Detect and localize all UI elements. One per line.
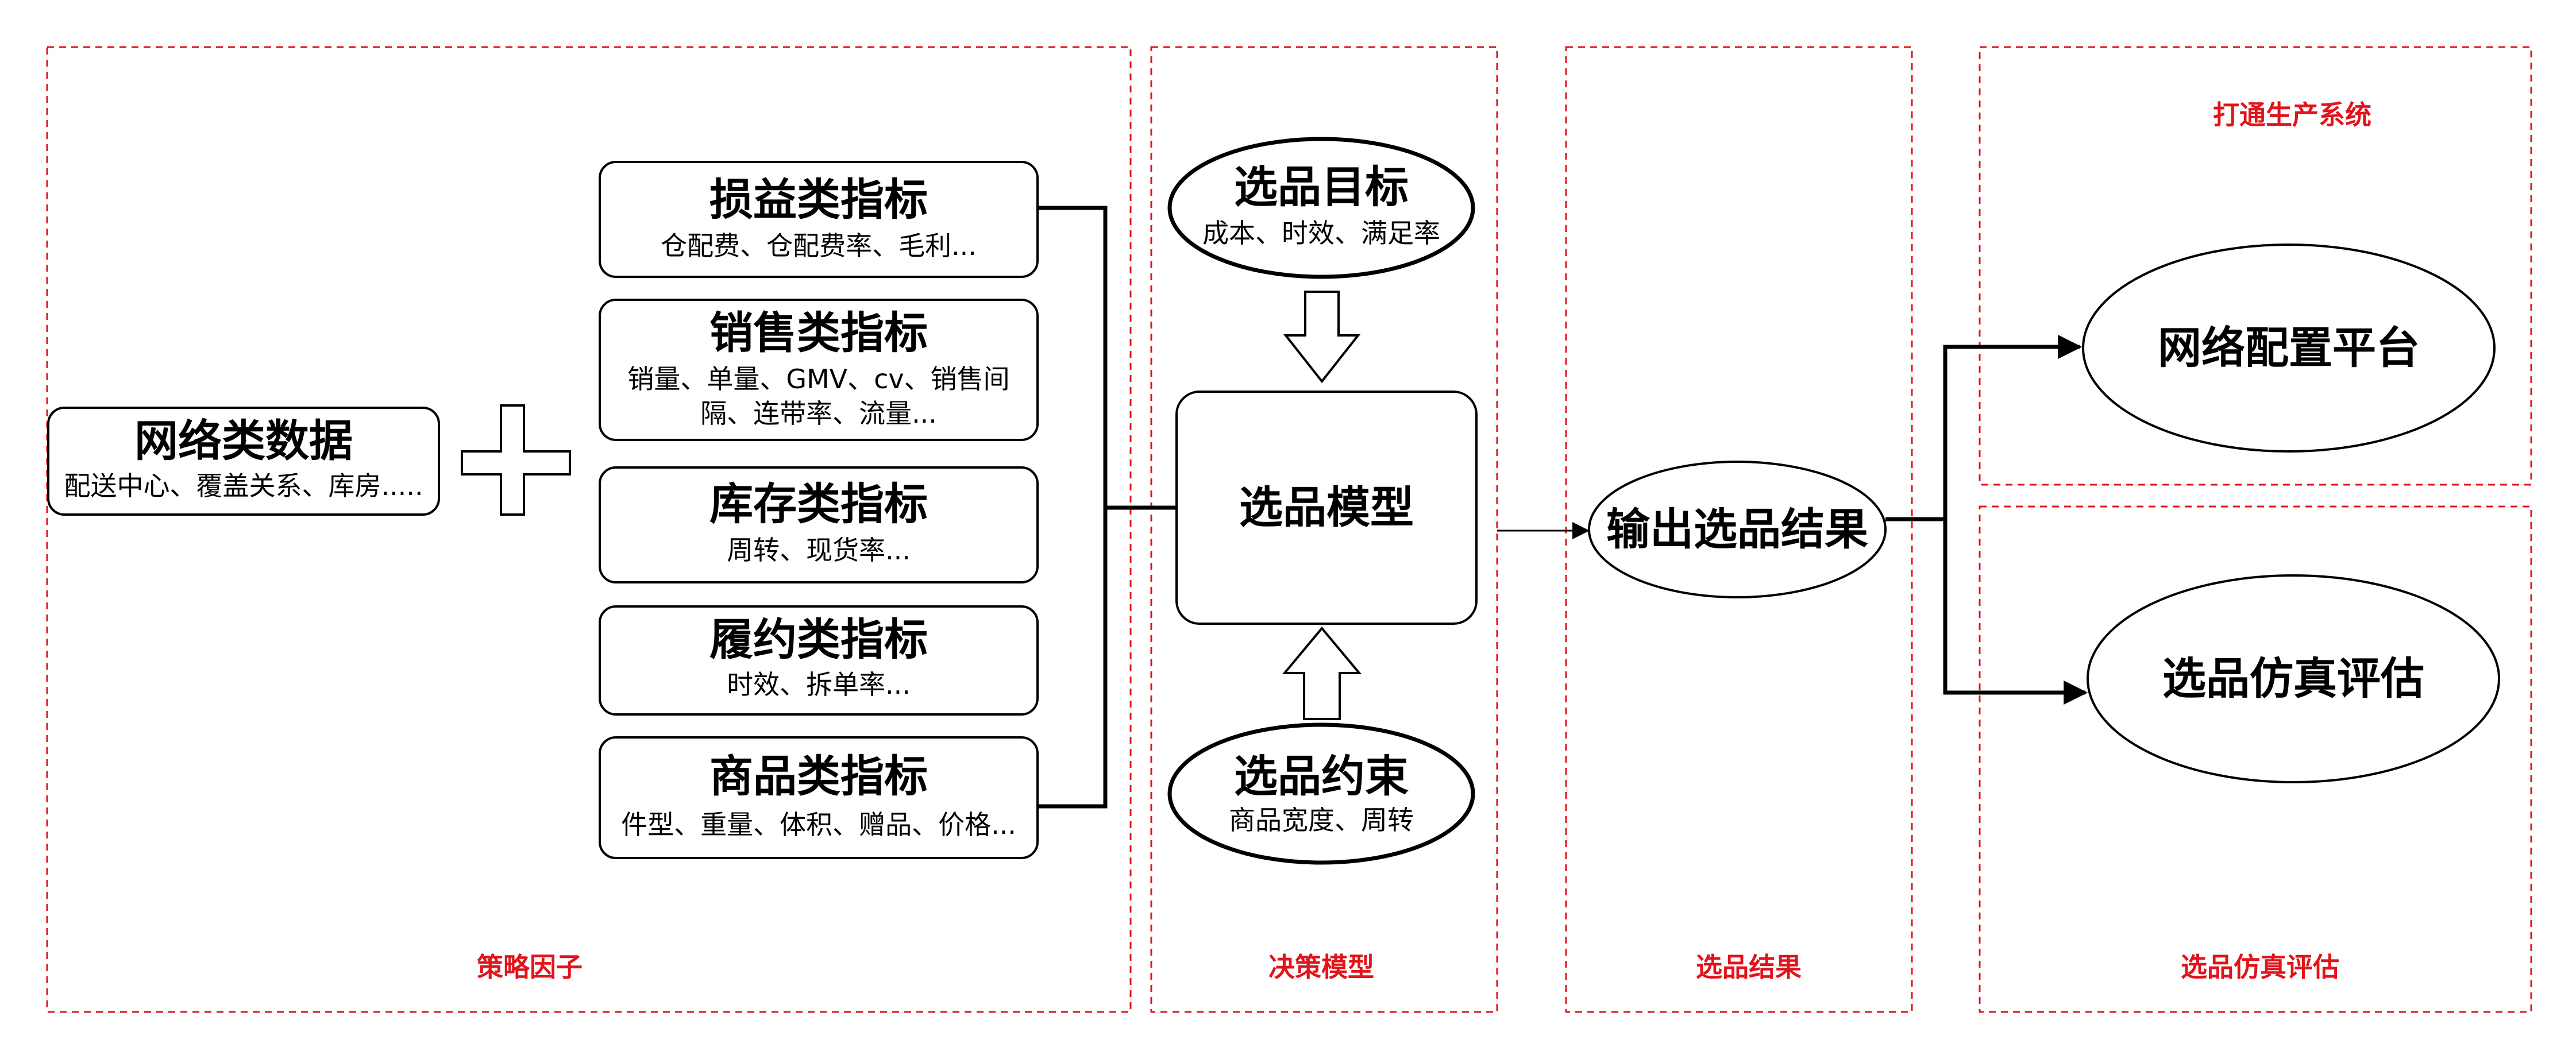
selection-simulation-title: 选品仿真评估 <box>2162 653 2424 704</box>
selection-constraint-ellipse <box>1167 722 1475 865</box>
indicator-detail-fulfillment: 时效、拆单率... <box>727 669 911 700</box>
indicator-detail-sales-line1: 销量、单量、GMV、cv、销售间 <box>627 364 1009 395</box>
indicator-detail-inventory: 周转、现货率... <box>727 535 911 566</box>
indicator-title-fulfillment: 履约类指标 <box>709 614 928 665</box>
selection-constraint-title: 选品约束 <box>1234 751 1409 802</box>
selection-result-frame <box>1565 46 1913 1013</box>
indicator-detail-profit-loss: 仓配费、仓配费率、毛利... <box>661 230 977 261</box>
section-label-strategy: 策略因子 <box>477 952 583 983</box>
indicator-box-sales <box>599 299 1039 441</box>
network-config-platform-title: 网络配置平台 <box>2158 322 2420 373</box>
indicator-title-profit-loss: 损益类指标 <box>709 174 928 225</box>
indicator-box-product <box>599 736 1039 859</box>
output-result-title: 输出选品结果 <box>1606 504 1868 555</box>
selection-constraint-subtitle: 商品宽度、周转 <box>1229 805 1414 836</box>
indicator-box-fulfillment <box>599 605 1039 716</box>
section-label-decision: 决策模型 <box>1268 952 1374 983</box>
section-label-simulation: 选品仿真评估 <box>2181 952 2339 983</box>
selection-goal-subtitle: 成本、时效、满足率 <box>1202 218 1440 249</box>
section-label-result: 选品结果 <box>1696 952 1802 983</box>
network-config-platform-ellipse <box>2082 244 2496 453</box>
network-data-title: 网络类数据 <box>134 415 353 466</box>
selection-model-box <box>1175 391 1478 625</box>
network-data-box <box>47 407 440 516</box>
section-label-production: 打通生产系统 <box>2213 99 2371 130</box>
selection-goal-title: 选品目标 <box>1234 161 1409 212</box>
output-to-platform-arrow <box>1885 335 2083 521</box>
selection-simulation-ellipse <box>2087 574 2500 783</box>
indicator-box-profit-loss <box>599 161 1039 278</box>
indicator-title-sales: 销售类指标 <box>709 307 928 358</box>
selection-goal-ellipse <box>1167 137 1475 279</box>
output-to-simulation-arrow <box>1943 519 2088 705</box>
hollow-down-arrow-icon <box>1283 291 1361 384</box>
indicator-detail-product: 件型、重量、体积、赠品、价格... <box>621 809 1016 840</box>
simulation-frame <box>1979 505 2532 1013</box>
decision-model-frame <box>1150 46 1498 1013</box>
indicator-box-inventory <box>599 466 1039 583</box>
plus-icon <box>461 404 571 516</box>
hollow-up-arrow-icon <box>1282 626 1362 720</box>
output-result-ellipse <box>1588 461 1887 598</box>
indicator-title-inventory: 库存类指标 <box>709 478 928 530</box>
network-data-subtitle: 配送中心、覆盖关系、库房..... <box>64 470 423 501</box>
selection-model-title: 选品模型 <box>1239 482 1414 533</box>
indicator-detail-sales-line2: 隔、连带率、流量... <box>700 398 937 429</box>
indicator-bracket-connector <box>1038 206 1108 809</box>
indicator-title-product: 商品类指标 <box>709 751 928 802</box>
